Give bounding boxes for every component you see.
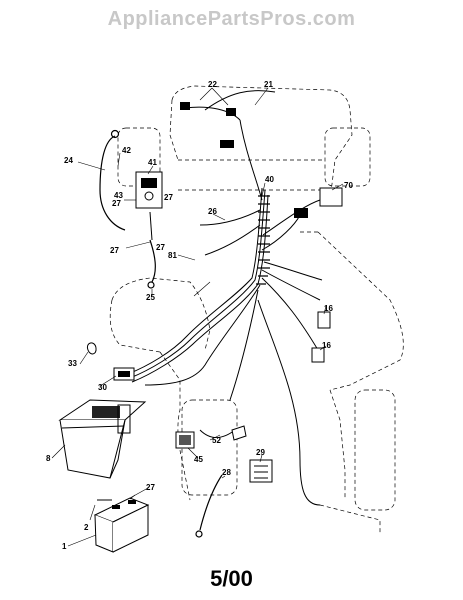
rear-right-wheel-outline <box>354 389 396 511</box>
site-watermark: AppliancePartsPros.com <box>107 8 356 30</box>
tractor-outline <box>109 85 404 535</box>
connector-70 <box>294 187 343 218</box>
wire-25 <box>147 239 156 289</box>
switch-16-lower <box>311 347 325 363</box>
connector-21-22 <box>180 102 236 148</box>
main-wire-harness <box>127 90 323 506</box>
callout-26: 26 <box>208 207 217 216</box>
callout-52: 52 <box>212 436 221 445</box>
callout-42: 42 <box>122 146 131 155</box>
callout-27-d: 27 <box>156 243 165 252</box>
callout-30: 30 <box>98 383 107 392</box>
ground-wire-24 <box>99 129 126 231</box>
leader-lines <box>51 87 344 547</box>
battery-box-8 <box>58 399 147 479</box>
battery-1 <box>93 497 150 553</box>
callout-8: 8 <box>46 454 51 463</box>
connector-30 <box>113 367 135 381</box>
switch-16-upper <box>317 311 331 329</box>
clip-33 <box>86 342 97 355</box>
callout-22: 22 <box>208 80 217 89</box>
callout-2: 2 <box>84 523 89 532</box>
callout-81: 81 <box>168 251 177 260</box>
revision-date: 5/00 <box>210 566 253 591</box>
callout-27-c: 27 <box>110 246 119 255</box>
callout-27-e: 27 <box>146 483 155 492</box>
callout-24: 24 <box>64 156 73 165</box>
part-29 <box>249 459 273 483</box>
harness-coil <box>256 195 270 285</box>
callout-29: 29 <box>256 448 265 457</box>
callout-16-lower: 16 <box>322 341 331 350</box>
callout-27-b: 27 <box>164 193 173 202</box>
callout-28: 28 <box>222 468 231 477</box>
callout-25: 25 <box>146 293 155 302</box>
callout-33: 33 <box>68 359 77 368</box>
front-right-wheel-outline <box>324 127 371 187</box>
callout-40: 40 <box>265 175 274 184</box>
wire-28 <box>195 474 223 538</box>
callout-16-upper: 16 <box>324 304 333 313</box>
ignition-switch-assembly <box>135 171 163 241</box>
callout-41: 41 <box>148 158 157 167</box>
callout-70: 70 <box>344 181 353 190</box>
connector-52 <box>231 425 247 441</box>
callout-43: 43 <box>114 191 123 200</box>
connector-45 <box>175 431 195 449</box>
callout-1: 1 <box>62 542 67 551</box>
rear-left-wheel-outline <box>181 399 238 496</box>
callout-labels: 1 2 8 16 16 21 22 24 25 26 27 27 27 27 2… <box>46 80 353 551</box>
callout-27-a: 27 <box>112 199 121 208</box>
callout-45: 45 <box>194 455 203 464</box>
callout-21: 21 <box>264 80 273 89</box>
